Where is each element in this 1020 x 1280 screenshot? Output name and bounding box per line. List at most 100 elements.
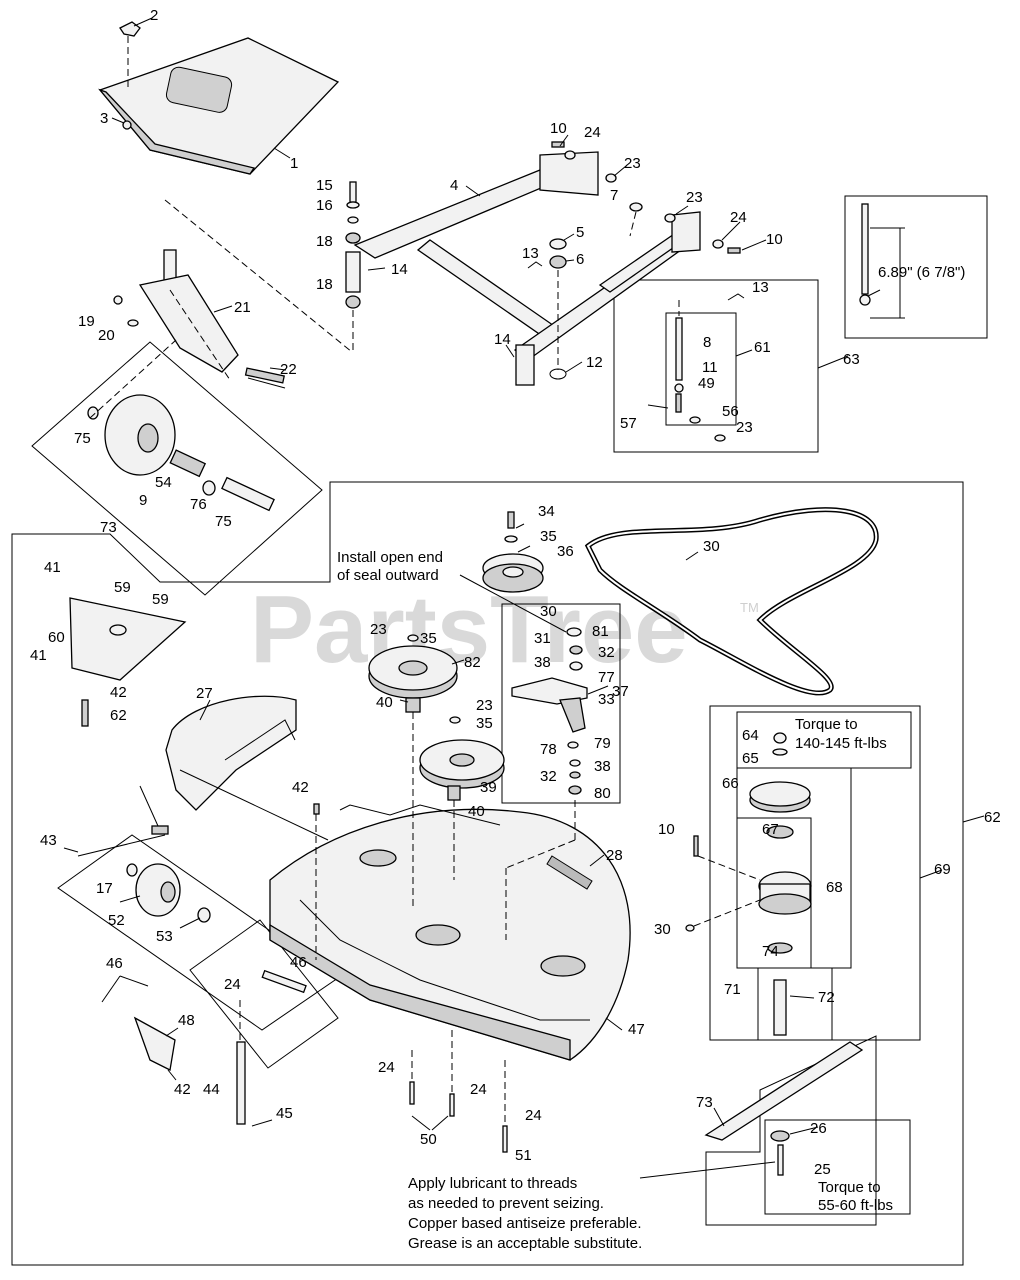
callout: 21	[234, 299, 251, 316]
part-36-idler	[482, 511, 544, 593]
callout: 46	[290, 954, 307, 971]
note-lubricant: Apply lubricant to threads as needed to …	[408, 1175, 642, 1252]
callout: 35	[476, 715, 493, 732]
note-torque-blade-line-1: Torque to	[818, 1179, 881, 1196]
callout: 60	[48, 629, 65, 646]
dimension-label: 6.89" (6 7/8")	[878, 264, 965, 281]
callout: 64	[742, 727, 759, 744]
group-box-62	[11, 481, 964, 1266]
part-58-plate	[69, 597, 187, 681]
part-21-caster-arm	[138, 249, 286, 389]
callout: 54	[155, 474, 172, 491]
callout: 43	[40, 832, 57, 849]
callout: 50	[420, 1131, 437, 1148]
callout: 76	[190, 496, 207, 513]
part-60-bolt	[81, 699, 89, 727]
part-1-cover	[98, 37, 340, 175]
callout: 74	[762, 943, 779, 960]
callout: 36	[557, 543, 574, 560]
part-2-clip	[119, 21, 141, 37]
callout: 24	[378, 1059, 395, 1076]
note-lubricant-line-1: Apply lubricant to threads	[408, 1175, 577, 1192]
callout: 15	[316, 177, 333, 194]
callout: 12	[586, 354, 603, 371]
callout: 40	[468, 803, 485, 820]
callout: 77	[598, 669, 615, 686]
part-81-spring	[151, 825, 169, 835]
callout: 73	[100, 519, 117, 536]
watermark-tm: TM	[740, 600, 759, 615]
note-seal-line-2: of seal outward	[337, 567, 439, 584]
part-10-bolt-top	[551, 141, 565, 148]
callout: 69	[934, 861, 951, 878]
callout: 79	[594, 735, 611, 752]
callout: 18	[316, 276, 333, 293]
callout: 23	[686, 189, 703, 206]
callout: 75	[74, 430, 91, 447]
group-box-71	[757, 967, 833, 1041]
part-24-washer-a	[564, 150, 576, 160]
callout: 75	[215, 513, 232, 530]
callout: 5	[576, 224, 584, 241]
callout: 68	[826, 879, 843, 896]
callout: 41	[30, 647, 47, 664]
callout: 30	[540, 603, 557, 620]
note-seal: Install open end of seal outward	[337, 549, 443, 584]
callout: 27	[196, 685, 213, 702]
note-torque-blade: Torque to 55-60 ft-lbs	[818, 1179, 893, 1214]
part-28-belt-inner	[586, 508, 878, 694]
part-50-bolt-b	[449, 1093, 455, 1117]
dimension-rod	[859, 203, 905, 319]
callout: 38	[534, 654, 551, 671]
callout: 10	[766, 231, 783, 248]
callout: 44	[203, 1081, 220, 1098]
callout: 1	[290, 155, 298, 172]
callout: 10	[550, 120, 567, 137]
part-12-clip	[549, 368, 567, 380]
group-box-69	[31, 341, 323, 596]
callout: 3	[100, 110, 108, 127]
watermark: PartsTree	[250, 576, 688, 683]
callout: 65	[742, 750, 759, 767]
callout: 34	[538, 503, 555, 520]
callout: 62	[984, 809, 1001, 826]
part-13-clip-a	[527, 261, 543, 269]
callout: 66	[722, 775, 739, 792]
note-torque-spindle-line-1: Torque to	[795, 716, 858, 733]
part-42-bolt	[313, 803, 320, 815]
group-box-blade-bolt	[764, 1119, 911, 1215]
part-23-nut-b	[664, 213, 676, 223]
part-19	[113, 295, 123, 305]
part-80-pulley	[368, 634, 458, 713]
callout: 8	[703, 334, 711, 351]
callout: 24	[730, 209, 747, 226]
callout: 59	[114, 579, 131, 596]
part-43-rod	[77, 834, 166, 857]
callout: 24	[470, 1081, 487, 1098]
callout: 22	[280, 361, 297, 378]
callout: 57	[620, 415, 637, 432]
part-6	[549, 255, 567, 269]
callout: 13	[522, 245, 539, 262]
callout: 20	[98, 327, 115, 344]
note-lubricant-line-4: Grease is an acceptable substitute.	[408, 1235, 642, 1252]
callout: 11	[702, 359, 718, 376]
part-52-wheel	[126, 863, 211, 923]
note-torque-blade-line-2: 55-60 ft-lbs	[818, 1197, 893, 1214]
callout: 10	[658, 821, 675, 838]
callout: 52	[108, 912, 125, 929]
leader-lines	[63, 17, 985, 1179]
part-29-spring	[546, 855, 593, 890]
callout: 13	[752, 279, 769, 296]
part-26-washer	[770, 1130, 790, 1142]
callout: 14	[494, 331, 511, 348]
part-stack-15-18	[345, 181, 361, 309]
part-20	[127, 319, 139, 327]
part-84-bolt	[261, 969, 307, 994]
callout: 16	[316, 197, 333, 214]
callout: 14	[391, 261, 408, 278]
callout: 24	[224, 976, 241, 993]
part-10-bolt-right	[727, 247, 741, 254]
callout: 81	[592, 623, 609, 640]
callout: 33	[598, 691, 615, 708]
